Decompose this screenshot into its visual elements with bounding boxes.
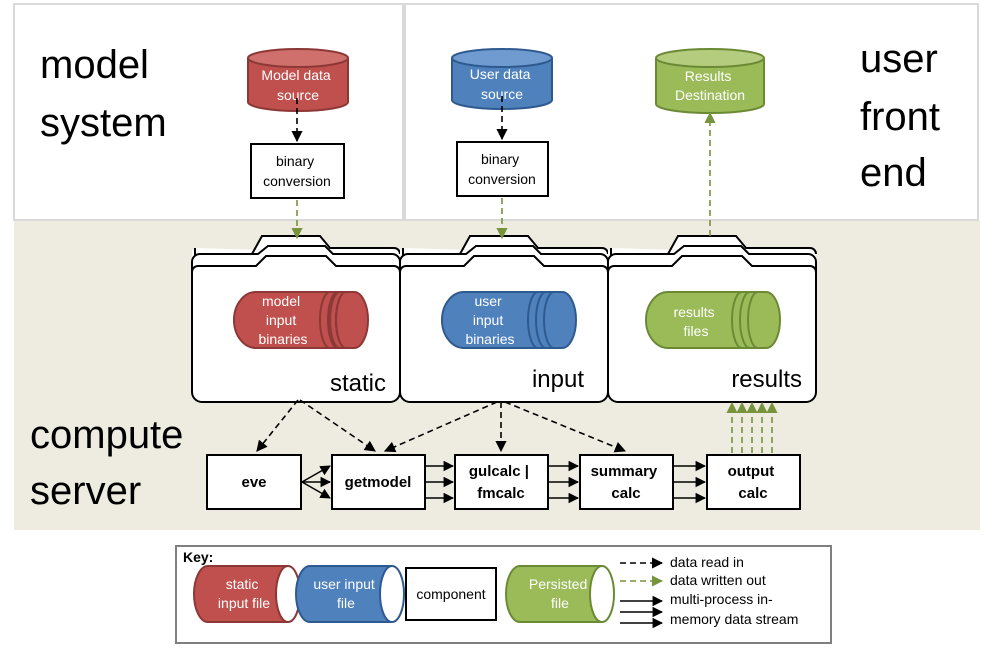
key-static-line2: input file <box>218 595 270 611</box>
key-stream-label: multi-process in- memory data stream <box>670 591 798 627</box>
model-system-label-line2: system <box>40 101 167 145</box>
key-static-input-file: static input file <box>193 565 301 623</box>
user-binary-conversion-line1: binary <box>481 151 519 167</box>
model-input-binaries: model input binaries <box>233 291 369 349</box>
gulcalc-line2: fmcalc <box>477 485 525 502</box>
model-input-binaries-line3: binaries <box>258 331 307 347</box>
user-input-binaries-line3: binaries <box>465 331 514 347</box>
summary-line2: calc <box>611 485 640 502</box>
model-data-source-line1: Model data <box>261 67 330 83</box>
gulcalc-line1: gulcalc | <box>469 463 529 480</box>
model-input-binaries-line1: model <box>262 293 300 309</box>
svg-text:summary calc: summary calc <box>591 463 662 502</box>
results-files-line2: files <box>684 323 709 339</box>
key-stream-line2: memory data stream <box>670 611 798 627</box>
key-component-label: component <box>416 586 485 602</box>
model-data-source: Model data source <box>247 48 349 112</box>
svg-text:results files: results files <box>673 304 718 339</box>
user-data-source-line2: source <box>481 86 523 102</box>
user-input-binaries-line1: user <box>474 293 502 309</box>
model-binary-conversion: binary conversion <box>250 143 345 199</box>
key-static-line1: static <box>226 576 259 592</box>
model-data-source-line2: source <box>277 87 319 103</box>
results-destination: Results Destination <box>655 48 765 114</box>
summary-line1: summary <box>591 463 658 480</box>
summary-component: summary calc <box>579 454 674 510</box>
model-input-binaries-line2: input <box>266 312 296 328</box>
output-component: output calc <box>706 454 801 510</box>
results-files: results files <box>645 291 781 349</box>
user-binary-conversion-line2: conversion <box>468 171 536 187</box>
gulcalc-component: gulcalc | fmcalc <box>454 454 549 510</box>
getmodel-label: getmodel <box>345 474 412 491</box>
data-read-arrows <box>256 96 627 453</box>
svg-text:binary conversion: binary conversion <box>468 151 536 187</box>
key-stream-arrows <box>620 595 664 629</box>
eve-component: eve <box>206 454 302 510</box>
compute-server-label-line2: server <box>30 469 141 513</box>
user-data-source-line1: User data <box>470 66 531 82</box>
eve-label: eve <box>241 474 266 491</box>
key-written-label: data written out <box>670 572 766 588</box>
model-binary-conversion-line2: conversion <box>263 173 331 189</box>
input-folder-label: input <box>532 366 584 393</box>
user-front-end-label-line3: end <box>860 151 927 195</box>
key-component: component <box>405 567 497 621</box>
compute-server-label-line1: compute <box>30 413 183 457</box>
user-front-end-label-line1: user <box>860 37 938 81</box>
svg-text:gulcalc | fmcalc: gulcalc | fmcalc <box>469 463 533 502</box>
model-system-label: model system <box>40 43 167 145</box>
compute-server-label: compute server <box>30 413 195 513</box>
svg-text:Results Destination: Results Destination <box>675 68 745 103</box>
key-persisted-file: Persisted file <box>505 565 615 623</box>
data-written-arrows <box>291 111 778 453</box>
key-user-line1: user input <box>313 576 375 592</box>
svg-text:user input file: user input file <box>313 576 378 611</box>
user-binary-conversion: binary conversion <box>456 141 549 197</box>
user-input-binaries: user input binaries <box>441 291 577 349</box>
svg-text:binary conversion: binary conversion <box>263 153 331 189</box>
key-title: Key: <box>183 549 213 565</box>
results-destination-line1: Results <box>685 68 732 84</box>
getmodel-component: getmodel <box>331 454 426 510</box>
svg-text:Model data source: Model data source <box>261 67 334 103</box>
key-legend: Key: static input file user input file c… <box>175 545 832 644</box>
key-persisted-line1: Persisted <box>529 576 587 592</box>
user-front-end-label-line2: front <box>860 95 940 139</box>
user-front-end-label: user front end <box>860 37 951 195</box>
key-persisted-line2: file <box>551 595 569 611</box>
svg-text:user input binarie: user input binaries <box>465 293 514 347</box>
user-data-source: User data source <box>451 48 553 110</box>
key-stream-line1: multi-process in- <box>670 591 773 607</box>
static-folder-label: static <box>330 370 386 397</box>
svg-text:output calc: output calc <box>728 463 779 502</box>
results-files-line1: results <box>673 304 714 320</box>
stream-arrows <box>301 460 707 504</box>
results-destination-line2: Destination <box>675 87 745 103</box>
svg-text:model input binari: model input binaries <box>258 293 307 347</box>
svg-text:User data source: User data source <box>470 66 535 102</box>
key-read-label: data read in <box>670 554 744 570</box>
key-user-line2: file <box>337 595 355 611</box>
model-system-label-line1: model <box>40 43 149 87</box>
output-line2: calc <box>738 485 767 502</box>
user-input-binaries-line2: input <box>473 312 503 328</box>
output-line1: output <box>728 463 775 480</box>
results-folder-label: results <box>731 366 802 393</box>
svg-text:static input file: static input file <box>218 576 270 611</box>
svg-text:Persisted file: Persisted file <box>529 576 591 611</box>
model-binary-conversion-line1: binary <box>276 153 314 169</box>
key-user-input-file: user input file <box>295 565 405 623</box>
